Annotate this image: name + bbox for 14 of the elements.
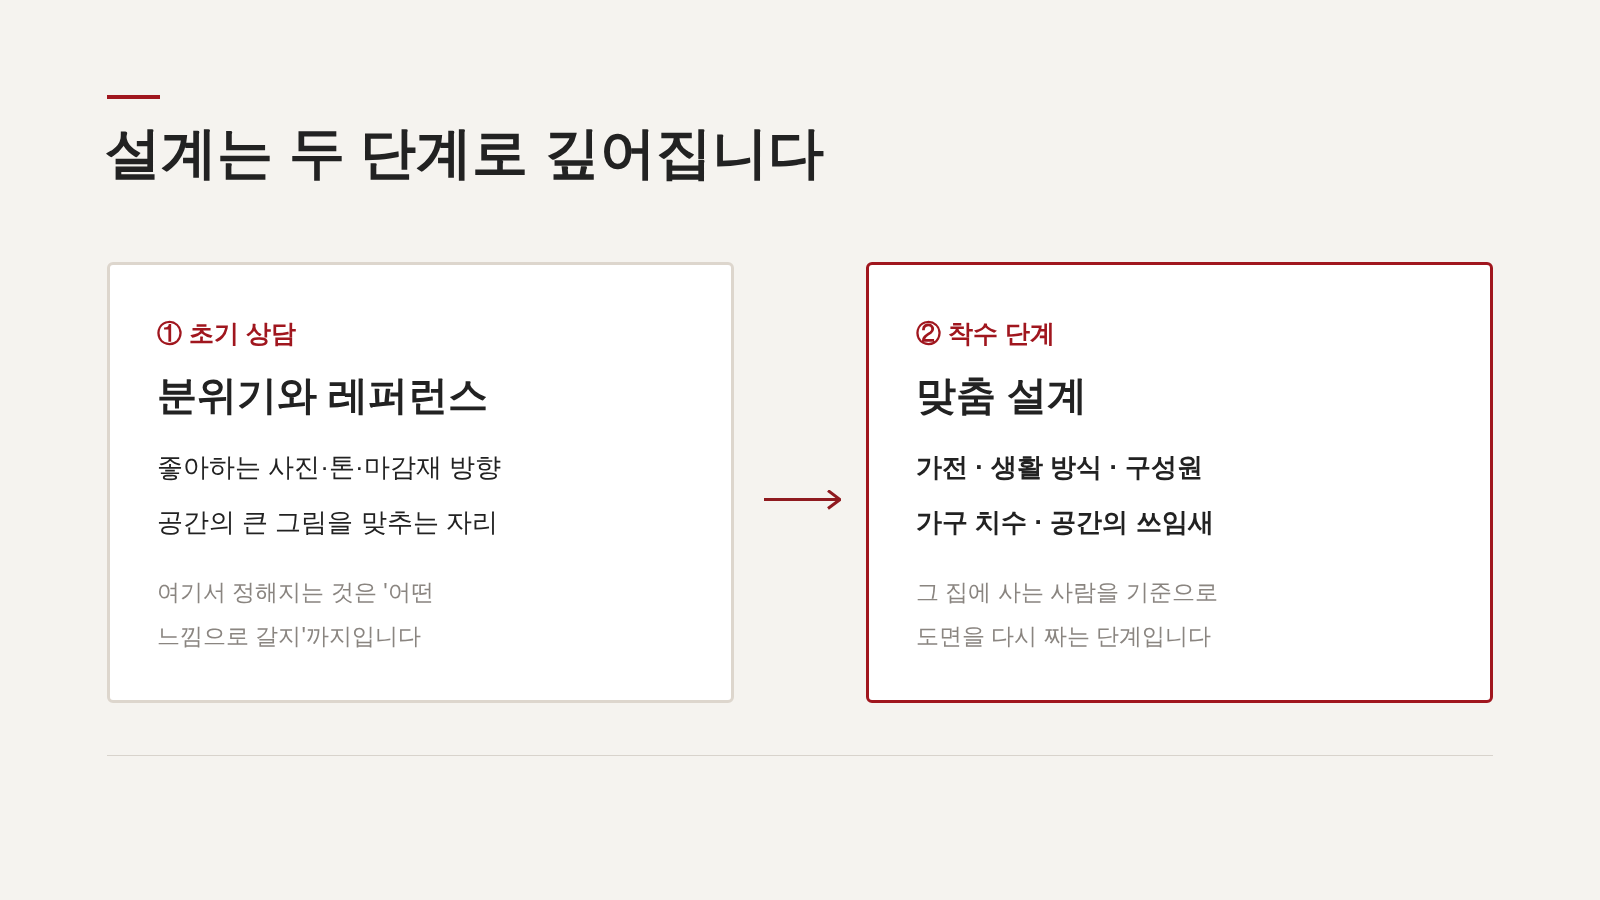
card-body-text: 공간의 큰 그림을 맞추는 자리 [157,506,498,539]
step-label: ① 초기 상담 [157,321,296,346]
title: 설계는 두 단계로 깊어집니다 [105,120,824,186]
step-label: ② 착수 단계 [916,321,1055,346]
card-note: 그 집에 사는 사람을 기준으로 도면을 다시 짜는 단계입니다 [916,578,1219,651]
card-body-text: 좋아하는 사진·톤·마감재 방향 [157,451,501,484]
card-note: 여기서 정해지는 것은 '어떤 느낌으로 갈지'까지입니다 [157,578,435,651]
card-heading: 분위기와 레퍼런스 [157,372,489,419]
card-body-text: 가구 치수 · 공간의 쓰임새 [916,506,1214,539]
card-heading: 맞춤 설계 [916,372,1088,419]
card-body-text: 가전 · 생활 방식 · 구성원 [916,451,1204,484]
step-card [107,262,734,703]
arrow [764,489,842,510]
step-card [866,262,1493,703]
